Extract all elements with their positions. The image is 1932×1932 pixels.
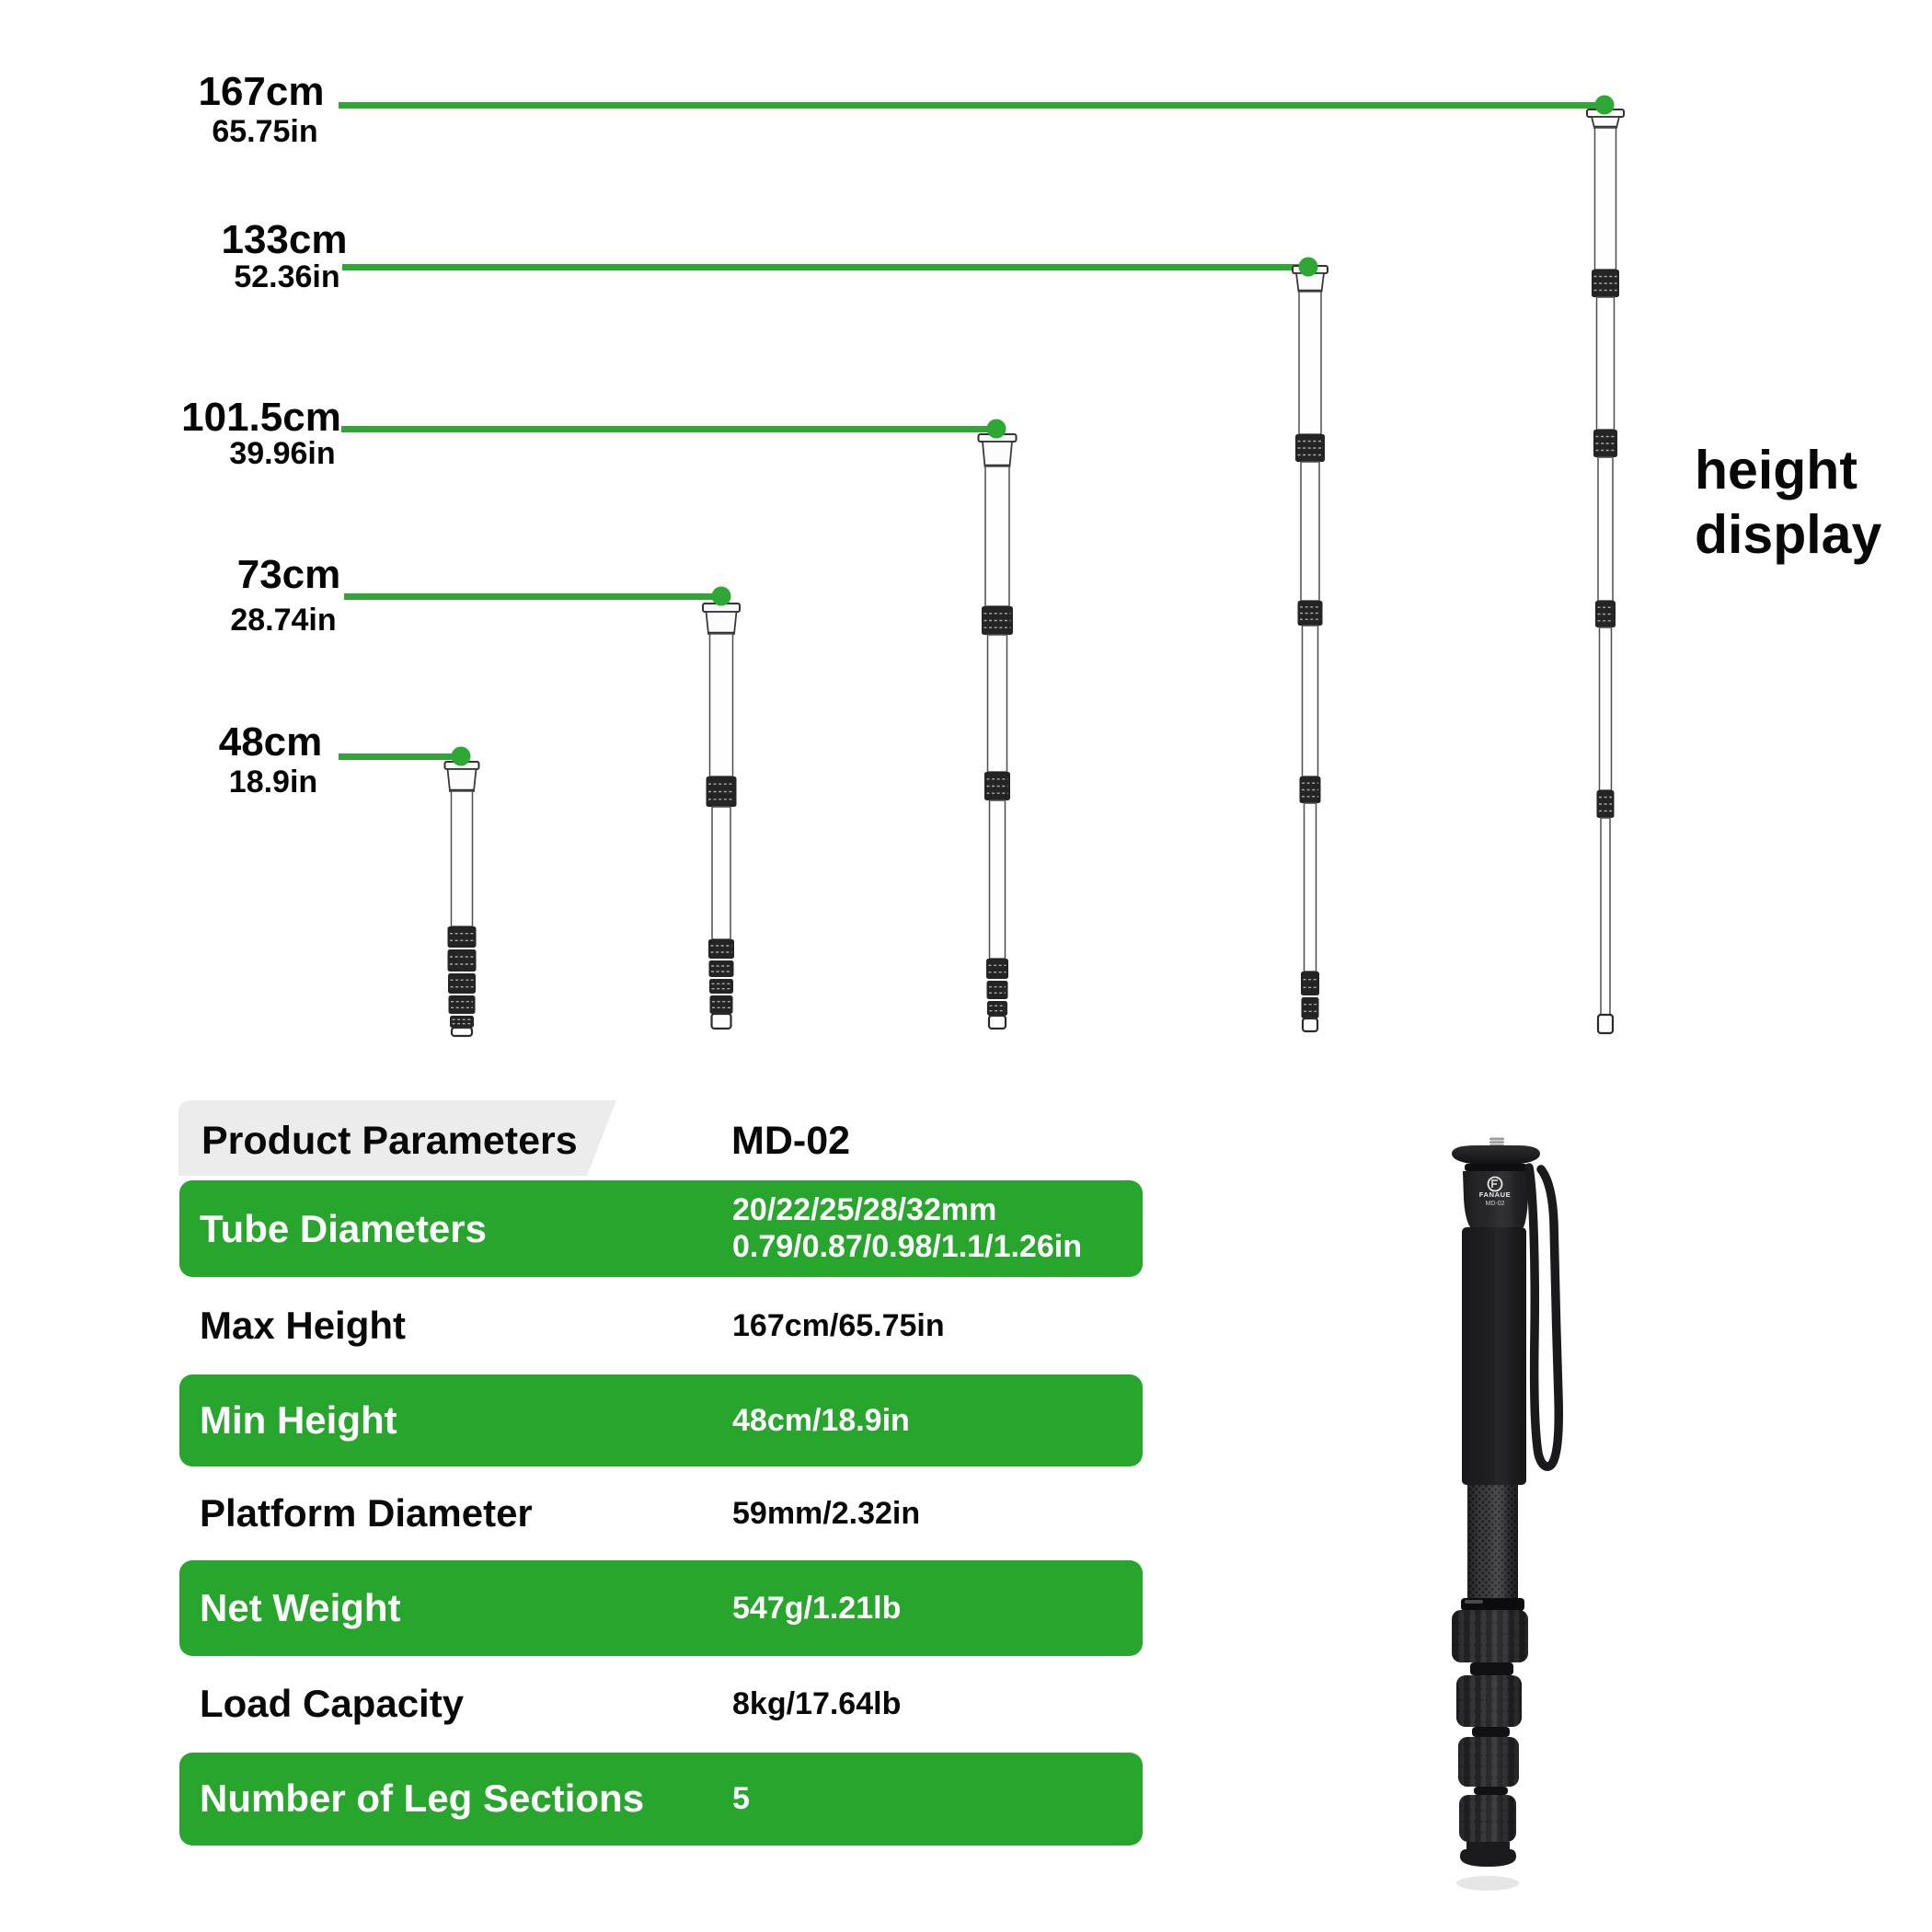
svg-text:FANAUE: FANAUE [1479,1190,1511,1199]
svg-text:MD-02: MD-02 [1485,1201,1504,1207]
